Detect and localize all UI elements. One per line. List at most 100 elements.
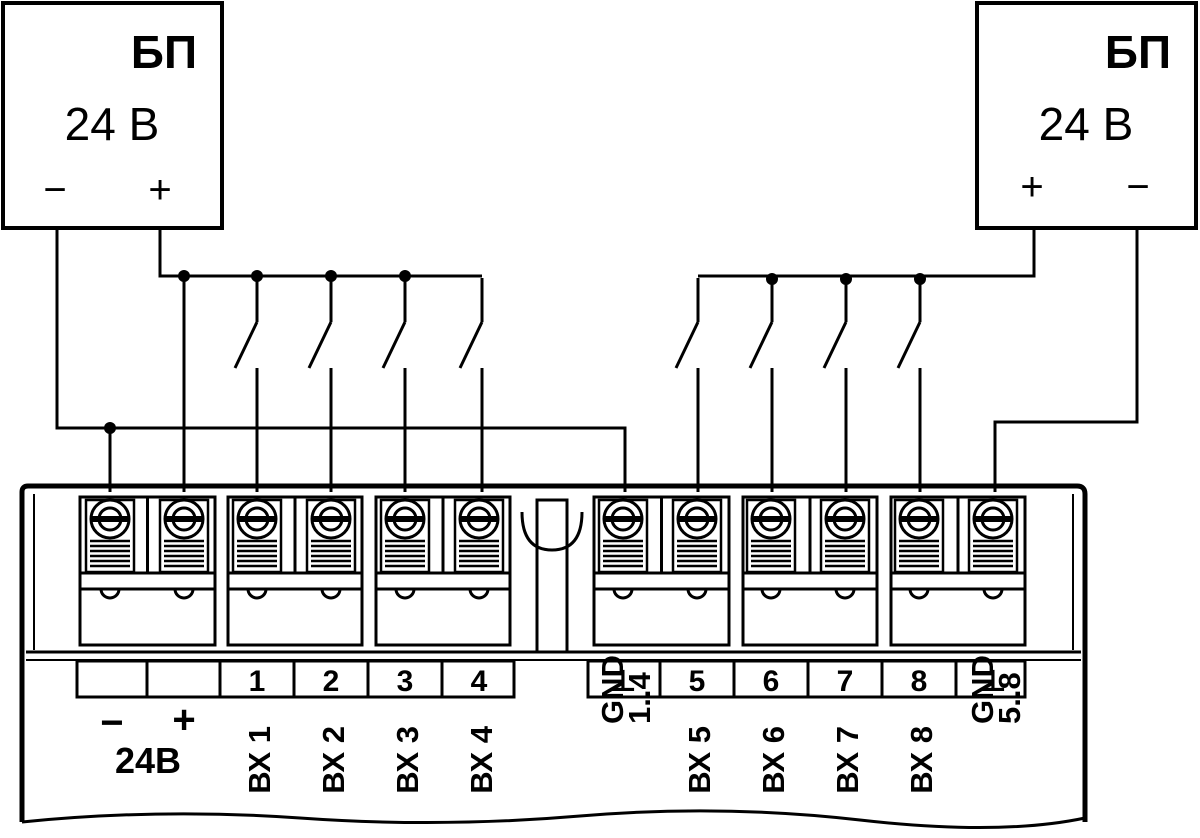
junction-dots bbox=[104, 270, 926, 434]
switch-contact bbox=[458, 321, 484, 369]
input-label: ВХ 6 bbox=[756, 726, 791, 794]
switch-contact bbox=[748, 321, 774, 369]
terminal-screw bbox=[231, 498, 283, 600]
terminal-screw bbox=[453, 498, 505, 600]
power-supply-right-frame bbox=[975, 1, 1198, 230]
power-supply-right-plus: + bbox=[1020, 165, 1043, 209]
terminal-number: 2 bbox=[323, 665, 340, 698]
input-label-line1: GND bbox=[595, 655, 630, 724]
terminal-number: 6 bbox=[763, 665, 780, 698]
input-label-line2: 5..8 bbox=[992, 672, 1027, 724]
switch-contact bbox=[381, 321, 407, 369]
switch-contact bbox=[307, 321, 333, 369]
input-label-line2: 1..4 bbox=[622, 672, 657, 724]
terminal-release-hole bbox=[468, 588, 490, 600]
power-supply-left: БП 24 В − + bbox=[1, 1, 224, 230]
wire-left-minus bbox=[55, 228, 627, 492]
input-label-line1: ВХ 1 bbox=[242, 726, 277, 794]
wire-left-plus-bus bbox=[158, 228, 482, 278]
terminal-screw bbox=[379, 498, 431, 600]
power-supply-right-voltage: 24 В bbox=[1039, 98, 1134, 150]
junction-dot bbox=[251, 270, 263, 282]
switch-contact bbox=[674, 321, 700, 369]
block-separator bbox=[535, 498, 569, 654]
terminal-screw bbox=[305, 498, 357, 600]
power-supply-left-voltage: 24 В bbox=[65, 98, 160, 150]
input-label-line1: GND bbox=[965, 655, 1000, 724]
switch-contact bbox=[822, 321, 848, 369]
terminal-number: 4 bbox=[471, 665, 488, 698]
junction-dot bbox=[840, 273, 852, 285]
terminal-group-bar bbox=[741, 571, 879, 591]
terminal-group-bar bbox=[78, 571, 217, 591]
power-supply-left-plus: + bbox=[148, 168, 171, 212]
wire-right-plus-bus bbox=[698, 228, 1036, 278]
power-supply-right: БП 24 В + − bbox=[975, 1, 1198, 230]
input-label: ВХ 3 bbox=[390, 726, 425, 794]
power-supply-right-minus: − bbox=[1126, 165, 1149, 209]
terminal-group-bar bbox=[226, 571, 364, 591]
junction-dot bbox=[914, 273, 926, 285]
power-supply-left-frame bbox=[1, 1, 224, 230]
terminal-number: 7 bbox=[837, 665, 854, 698]
power-terminal-plus: + bbox=[172, 698, 195, 742]
power-supply-left-minus: − bbox=[43, 168, 66, 212]
power-terminal-voltage: 24В bbox=[115, 740, 181, 781]
input-label-line1: ВХ 8 bbox=[904, 726, 939, 794]
power-terminal-labels: − + 24В bbox=[100, 698, 195, 781]
terminal-screw bbox=[967, 498, 1019, 600]
terminal-release-hole bbox=[686, 588, 708, 600]
junction-dot bbox=[766, 273, 778, 285]
terminal-group-bar bbox=[374, 571, 512, 591]
terminal-release-hole bbox=[908, 588, 930, 600]
terminal-release-hole bbox=[394, 588, 416, 600]
junction-dot bbox=[104, 422, 116, 434]
terminal-release-hole bbox=[612, 588, 634, 600]
terminal-group-bar bbox=[592, 571, 731, 591]
terminal-release-hole bbox=[173, 588, 195, 600]
junction-dot bbox=[178, 270, 190, 282]
power-supply-right-name: БП bbox=[1105, 26, 1171, 78]
input-label-line1: ВХ 5 bbox=[682, 726, 717, 794]
terminal-release-hole bbox=[760, 588, 782, 600]
input-label: ВХ 7 bbox=[830, 726, 865, 794]
input-label-line1: ВХ 4 bbox=[464, 725, 499, 793]
wires bbox=[55, 228, 1139, 492]
terminal-group-bar bbox=[889, 571, 1027, 591]
terminal-screw bbox=[84, 498, 136, 600]
terminal-number: 3 bbox=[397, 665, 414, 698]
power-terminal-minus: − bbox=[100, 701, 123, 745]
terminal-screw bbox=[597, 498, 649, 600]
block-separator-latch bbox=[520, 511, 584, 552]
terminal-number: ⊥ bbox=[609, 665, 636, 698]
input-label-line1: ВХ 2 bbox=[316, 726, 351, 794]
terminal-number: ⊥ bbox=[979, 665, 1006, 698]
terminal-screw bbox=[158, 498, 210, 600]
power-supply-left-name: БП bbox=[131, 26, 197, 78]
switch-contact bbox=[896, 321, 922, 369]
terminal-screw bbox=[745, 498, 797, 600]
terminal-screw bbox=[893, 498, 945, 600]
terminal-number: 8 bbox=[911, 665, 928, 698]
terminal-release-hole bbox=[99, 588, 121, 600]
terminal-groups bbox=[78, 495, 1027, 647]
input-label-line1: ВХ 6 bbox=[756, 726, 791, 794]
input-label: ВХ 2 bbox=[316, 726, 351, 794]
terminal-screws bbox=[84, 498, 1019, 600]
terminal-release-hole bbox=[246, 588, 268, 600]
housing-break-line bbox=[21, 809, 1086, 829]
housing-outline bbox=[19, 483, 1088, 822]
input-label: ВХ 5 bbox=[682, 726, 717, 794]
junction-dot bbox=[325, 270, 337, 282]
terminal-screw bbox=[671, 498, 723, 600]
terminal-number: 1 bbox=[249, 665, 266, 698]
switch-contact bbox=[233, 321, 259, 369]
terminal-release-hole bbox=[982, 588, 1004, 600]
junction-dot bbox=[399, 270, 411, 282]
